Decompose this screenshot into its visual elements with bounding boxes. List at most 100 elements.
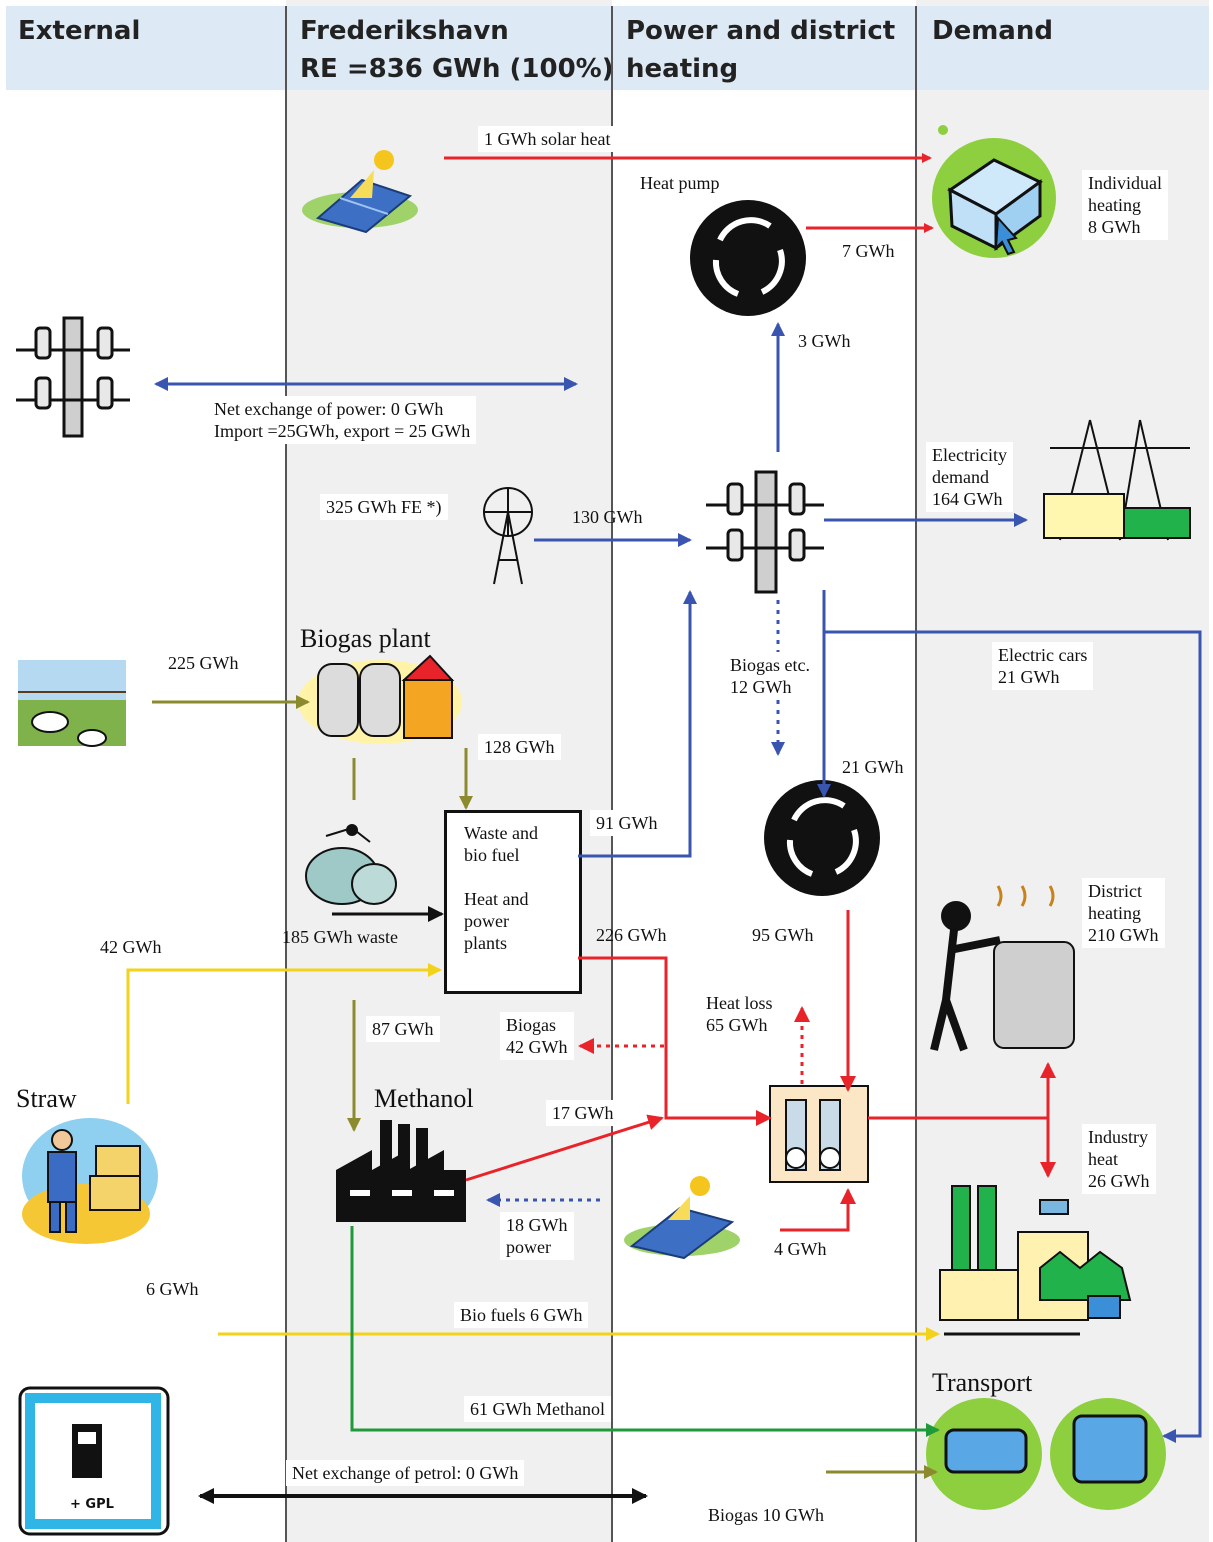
label-waste-185: 185 GWh waste (282, 927, 398, 947)
central-pylon-icon (706, 470, 824, 594)
electricity-demand-l1: Electricity (932, 445, 1007, 465)
divider-2 (611, 6, 613, 1542)
label-straw: Straw (16, 1084, 77, 1113)
power-pylon-icon (16, 316, 130, 438)
biogas-etc-l2: 12 GWh (730, 677, 792, 697)
methanol-factory-icon (336, 1120, 466, 1222)
house-icon (932, 125, 1056, 258)
header-demand: Demand (932, 16, 1053, 46)
individual-heating-l2: heating (1088, 195, 1141, 215)
industry-heat-l2: heat (1088, 1149, 1118, 1169)
electric-cars-l1: Electric cars (998, 645, 1088, 665)
industry-factory-icon (939, 1185, 1132, 1336)
label-electric-cars: Electric cars 21 GWh (992, 642, 1094, 690)
waste-box-l3 (464, 866, 538, 888)
label-biogas-plant: Biogas plant (300, 624, 431, 653)
label-solar-heat: 1 GWh solar heat (478, 126, 617, 152)
label-m-17: 17 GWh (546, 1100, 620, 1126)
label-meth-87: 87 GWh (366, 1016, 440, 1042)
header-power-line1: Power and district (626, 16, 896, 46)
label-biogas-10: Biogas 10 GWh (702, 1502, 830, 1528)
label-w-91: 91 GWh (590, 810, 664, 836)
header-power: Power and district heating (626, 12, 895, 88)
label-e-21: 21 GWh (836, 754, 910, 780)
header-external: External (18, 16, 141, 46)
label-net-exchange-power: Net exchange of power: 0 GWh Import =25G… (208, 396, 477, 444)
industry-heat-l1: Industry (1088, 1127, 1148, 1147)
label-hp-7gwh: 7 GWh (836, 238, 901, 264)
net-exchange-power-l2: Import =25GWh, export = 25 GWh (214, 421, 471, 441)
transport-vehicles-icon (926, 1398, 1166, 1510)
header-frederikshavn-title: Frederikshavn (300, 16, 509, 46)
heat-loss-l1: Heat loss (706, 993, 773, 1013)
label-transport: Transport (932, 1368, 1033, 1397)
label-solar-4: 4 GWh (768, 1236, 833, 1262)
label-district-heating: District heating 210 GWh (1082, 878, 1165, 948)
individual-heating-l3: 8 GWh (1088, 217, 1141, 237)
label-power-18: 18 GWh power (500, 1212, 574, 1260)
label-straw-6: 6 GWh (146, 1279, 199, 1299)
label-straw-42: 42 GWh (100, 937, 162, 957)
windmill-icon (483, 487, 533, 585)
net-exchange-power-l1: Net exchange of power: 0 GWh (214, 399, 444, 419)
label-individual-heating: Individual heating 8 GWh (1082, 170, 1168, 240)
biogas-etc-l1: Biogas etc. (730, 655, 810, 675)
biogas-42-l1: Biogas (506, 1015, 557, 1035)
district-heat-pump-icon (764, 780, 880, 896)
header-frederikshavn-re: RE =836 GWh (100%) (300, 54, 614, 84)
label-cattle-225: 225 GWh (168, 653, 239, 673)
district-heating-l1: District (1088, 881, 1142, 901)
biogas-42-l2: 42 GWh (506, 1037, 568, 1057)
divider-1 (285, 6, 287, 1542)
waste-box-l2: bio fuel (464, 845, 520, 865)
solar-panel-icon (302, 150, 418, 234)
heat-exchanger-icon (769, 1085, 869, 1183)
electricity-grid-icon (1043, 419, 1191, 541)
frederikshavn-column-bg (286, 0, 612, 1542)
petrol-pump-sign-icon (18, 1386, 170, 1536)
arrow-91gwh (578, 590, 697, 858)
label-wind-130: 130 GWh (572, 507, 643, 527)
label-methanol: Methanol (374, 1084, 474, 1113)
label-biogas-etc: Biogas etc. 12 GWh (724, 652, 816, 700)
electricity-demand-l3: 164 GWh (932, 489, 1003, 509)
arrow-methanol-61 (350, 1226, 940, 1437)
power-18-l1: 18 GWh (506, 1215, 568, 1235)
heat-loss-l2: 65 GWh (706, 1015, 768, 1035)
cattle-field-icon (18, 660, 126, 747)
district-heating-l2: heating (1088, 903, 1141, 923)
waste-box-l4: Heat and (464, 889, 529, 909)
waste-chp-box (444, 810, 582, 994)
industry-heat-l3: 26 GWh (1088, 1171, 1150, 1191)
radiator-person-icon (930, 885, 1075, 1052)
arrow-methanol-17 (465, 1114, 664, 1182)
arrow-solar-4 (780, 1188, 856, 1232)
solar-panel-bottom-icon (624, 1176, 740, 1260)
power-18-l2: power (506, 1237, 551, 1257)
electricity-demand-l2: demand (932, 467, 989, 487)
label-heat-pump: Heat pump (640, 173, 720, 193)
arrow-electric-cars (824, 630, 1202, 1443)
heat-pump-icon (690, 200, 806, 316)
waste-box-l5: power (464, 911, 509, 931)
label-industry-heat: Industry heat 26 GWh (1082, 1124, 1156, 1194)
arrow-chp-226 (578, 956, 772, 1126)
label-chp-226: 226 GWh (596, 925, 667, 945)
waste-box-l6: plants (464, 933, 507, 953)
label-gpl-sign: + GPL (70, 1497, 114, 1512)
label-bio-fuels-6: Bio fuels 6 GWh (454, 1302, 589, 1328)
label-waste-box: Waste and bio fuel Heat and power plants (464, 822, 538, 954)
header-band (6, 6, 1209, 90)
external-column-bg (6, 0, 286, 1542)
label-heat-loss: Heat loss 65 GWh (700, 990, 779, 1038)
label-electricity-demand: Electricity demand 164 GWh (926, 442, 1013, 512)
label-biogas-42: Biogas 42 GWh (500, 1012, 574, 1060)
header-power-line2: heating (626, 54, 739, 84)
arrow-straw-42 (126, 963, 442, 1104)
label-hp2-95: 95 GWh (752, 925, 814, 945)
district-heating-l3: 210 GWh (1088, 925, 1159, 945)
label-biogas-128: 128 GWh (478, 734, 561, 760)
label-wind-fe: 325 GWh FE *) (320, 494, 448, 520)
individual-heating-l1: Individual (1088, 173, 1162, 193)
